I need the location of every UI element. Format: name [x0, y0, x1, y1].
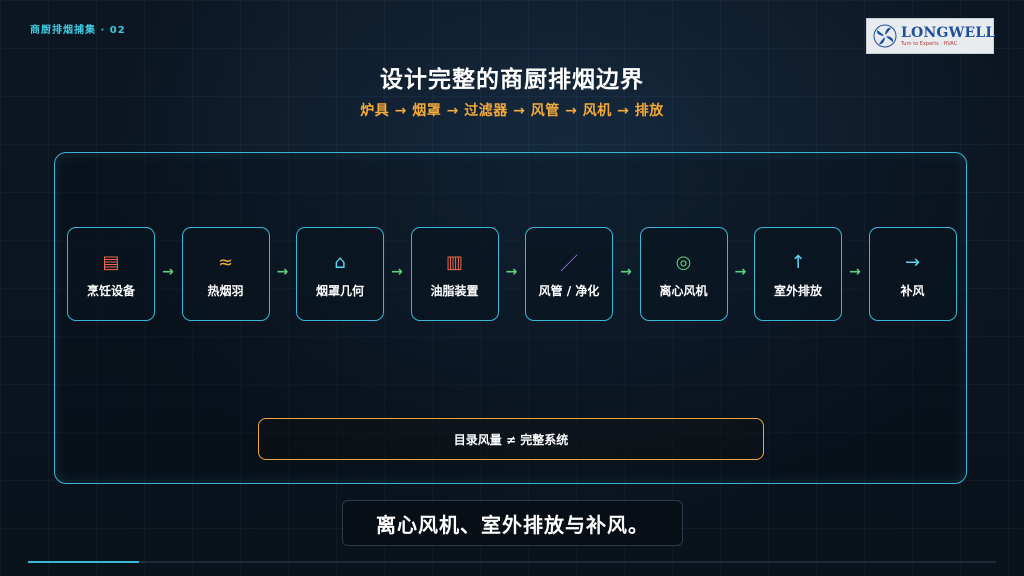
flow-connector-arrow: →	[620, 264, 632, 280]
hood-house-icon: ⌂	[334, 252, 346, 273]
flow-step: ≈ 热烟羽	[181, 227, 270, 321]
up-arrow-icon: ↑	[790, 252, 806, 273]
heat-wave-icon: ≈	[217, 252, 234, 273]
slide-subtitle: 炉具 → 烟罩 → 过滤器 → 风管 → 风机 → 排放	[360, 103, 664, 119]
logo-tagline: Turn to Experts · HVAC	[901, 40, 958, 47]
flow-step: ↑ 室外排放	[754, 227, 842, 321]
flow-step-label: 离心风机	[659, 283, 708, 298]
flow-step: ／ 风管 / 净化	[525, 227, 613, 321]
flow-connector-arrow: →	[162, 264, 174, 280]
flow-step: → 补风	[868, 227, 957, 321]
caption-subtitle: 离心风机、室外排放与补风。	[342, 500, 683, 546]
fan-logo-icon	[873, 24, 897, 48]
deck-section-label: 商厨排烟捕集 · 02	[30, 25, 126, 36]
warning-note: 目录风量 ≠ 完整系统	[258, 418, 764, 460]
flow-connector-arrow: →	[505, 264, 518, 280]
flow-connector-arrow: →	[734, 264, 747, 280]
flow-step: ⌂ 烟罩几何	[296, 227, 384, 321]
flow-step: ▥ 油脂装置	[410, 227, 499, 321]
flow-step-label: 烟罩几何	[315, 283, 364, 298]
flow-step: ◎ 离心风机	[639, 227, 728, 321]
fan-ring-icon: ◎	[675, 252, 692, 273]
flow-step-label: 室外排放	[773, 283, 822, 298]
flow-step: ▤ 烹饪设备	[67, 227, 155, 321]
stove-grill-icon: ▤	[102, 252, 120, 273]
flow-step-label: 补风	[900, 283, 925, 298]
flow-step-label: 油脂装置	[430, 283, 479, 298]
duct-slash-icon: ／	[560, 253, 578, 275]
logo-name: LONGWELL	[901, 24, 996, 41]
grease-filter-icon: ▥	[445, 252, 463, 273]
flow-connector-arrow: →	[391, 264, 403, 280]
slide-title: 设计完整的商厨排烟边界	[380, 67, 644, 93]
flow-connector-arrow: →	[849, 264, 861, 280]
slide-progress-fill	[28, 561, 140, 563]
flow-step-label: 烹饪设备	[86, 283, 135, 298]
longwell-logo: LONGWELL Turn to Experts · HVAC	[866, 18, 996, 54]
flow-step-label: 热烟羽	[207, 283, 244, 298]
right-arrow-icon: →	[904, 252, 921, 273]
flow-connector-arrow: →	[276, 264, 289, 280]
flow-step-label: 风管 / 净化	[538, 283, 600, 298]
slide-progress-track	[28, 561, 996, 563]
